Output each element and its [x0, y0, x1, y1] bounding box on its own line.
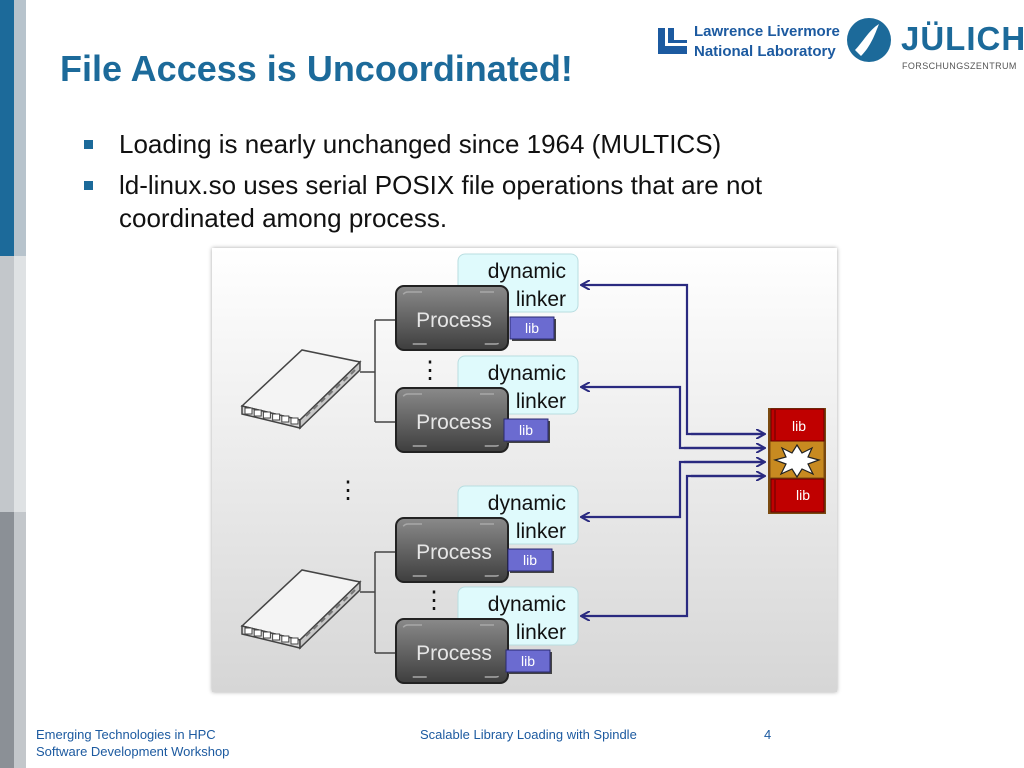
lib-box: lib — [505, 649, 552, 674]
process-box: Process — [395, 517, 509, 583]
process-body — [395, 285, 509, 351]
collision-burst-icon — [773, 443, 821, 479]
node-port — [272, 633, 281, 641]
lib-file-label: lib — [796, 487, 810, 503]
lib-label: lib — [523, 552, 537, 568]
slide-title: File Access is Uncoordinated! — [60, 48, 573, 89]
linker-label-line1: dynamic — [488, 593, 566, 616]
node-vent — [305, 631, 311, 637]
bullet-list: Loading is nearly unchanged since 1964 (… — [84, 128, 844, 243]
node-port — [290, 637, 299, 645]
bullet-item: Loading is nearly unchanged since 1964 (… — [84, 128, 844, 161]
linker-label-line1: dynamic — [488, 492, 566, 515]
node-port — [262, 411, 271, 419]
linker-label-line2: linker — [516, 520, 566, 543]
bullet-square-icon — [84, 181, 93, 190]
shared-file-stack: lib lib — [768, 408, 826, 514]
lib-body — [505, 649, 551, 673]
process-label: Process — [416, 411, 492, 434]
node-vent — [320, 397, 326, 403]
llnl-icon — [658, 28, 687, 54]
lib-box: lib — [507, 548, 554, 573]
footer-workshop-line2: Software Development Workshop — [36, 744, 230, 759]
process-label: Process — [416, 309, 492, 332]
lib-label: lib — [525, 320, 539, 336]
node-vent — [335, 383, 341, 389]
compute-node-icon — [240, 349, 362, 430]
node-vent — [350, 369, 356, 375]
lib-box: lib — [509, 316, 556, 341]
julich-subtitle: FORSCHUNGSZENTRUM — [902, 61, 1017, 71]
node-vent — [327, 610, 334, 616]
ellipsis-icon: ⋮ — [422, 587, 446, 614]
lib-label: lib — [519, 422, 533, 438]
footer-workshop: Emerging Technologies in HPC Software De… — [36, 726, 229, 760]
node-port — [244, 407, 253, 415]
file-access-arrow — [582, 460, 764, 517]
node-port — [253, 629, 262, 637]
node-vent — [342, 596, 349, 602]
file-access-arrow — [582, 285, 764, 436]
node-vent — [342, 376, 349, 382]
node-process-connector — [360, 551, 395, 654]
julich-icon — [847, 18, 891, 62]
file-access-arrow — [582, 474, 764, 616]
node-port — [244, 627, 253, 635]
linker-label-line2: linker — [516, 288, 566, 311]
ellipsis-icon: ⋮ — [336, 477, 360, 504]
linker-label-line1: dynamic — [488, 362, 566, 385]
file-access-arrow — [582, 387, 764, 450]
lib-body — [503, 418, 549, 442]
julich-name: JÜLICH — [901, 20, 1024, 57]
node-vent — [350, 589, 356, 595]
side-bar-top — [0, 0, 26, 256]
llnl-logo: Lawrence Livermore National Laboratory — [656, 20, 840, 64]
bullet-square-icon — [84, 140, 93, 149]
lib-label: lib — [521, 653, 535, 669]
lib-box: lib — [503, 418, 550, 443]
node-process-connector — [360, 319, 395, 423]
bullet-text: Loading is nearly unchanged since 1964 (… — [119, 129, 722, 159]
process-label: Process — [416, 541, 492, 564]
node-port — [272, 413, 281, 421]
node-vent — [335, 603, 341, 609]
side-bar-bottom — [0, 512, 26, 768]
node-port — [253, 409, 262, 417]
footer-talk-title: Scalable Library Loading with Spindle — [420, 727, 637, 742]
node-vent — [320, 617, 326, 623]
node-port — [281, 635, 290, 643]
lib-file-top — [770, 408, 825, 442]
node-port — [281, 415, 290, 423]
ellipsis-icon: ⋮ — [418, 357, 442, 384]
node-port — [262, 631, 271, 639]
linker-label-line2: linker — [516, 390, 566, 413]
process-label: Process — [416, 642, 492, 665]
process-box: Process — [395, 285, 509, 351]
node-vent — [312, 624, 319, 630]
julich-logo: JÜLICH FORSCHUNGSZENTRUM — [845, 14, 1024, 76]
llnl-name-line2: National Laboratory — [694, 43, 836, 60]
lib-body — [509, 316, 555, 340]
node-port — [290, 417, 299, 425]
bullet-text: ld-linux.so uses serial POSIX file opera… — [119, 170, 763, 233]
llnl-name-line1: Lawrence Livermore — [694, 23, 840, 40]
bullet-item: ld-linux.so uses serial POSIX file opera… — [84, 169, 844, 235]
page-number: 4 — [764, 727, 772, 742]
process-box: Process — [395, 618, 509, 684]
linker-label-line1: dynamic — [488, 260, 566, 283]
process-box: Process — [395, 387, 509, 453]
side-bar-middle — [0, 256, 26, 512]
node-vent — [312, 404, 319, 410]
linker-label-line2: linker — [516, 621, 566, 644]
node-vent — [305, 411, 311, 417]
node-vent — [327, 390, 334, 396]
lib-body — [507, 548, 553, 572]
compute-node-icon — [240, 569, 362, 650]
lib-file-bottom — [770, 478, 825, 513]
footer-workshop-line1: Emerging Technologies in HPC — [36, 727, 216, 742]
lib-file-label: lib — [792, 418, 806, 434]
